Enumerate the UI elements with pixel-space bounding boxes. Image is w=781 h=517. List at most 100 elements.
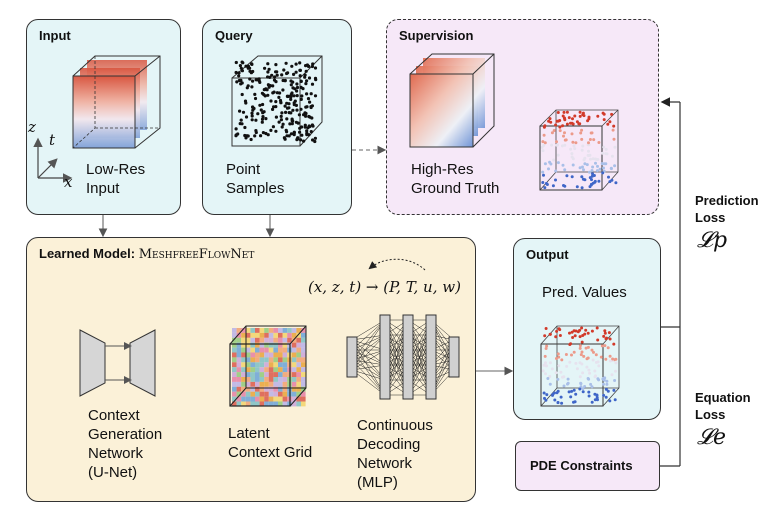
- query-point: [275, 91, 279, 95]
- sample-point: [597, 141, 601, 144]
- flow-arrows: [98, 145, 514, 376]
- sample-point: [590, 400, 594, 404]
- query-cube: [231, 55, 323, 147]
- latent-cell: [296, 386, 301, 392]
- latent-cell: [301, 396, 306, 402]
- latent-cell: [255, 377, 260, 382]
- sample-point: [608, 337, 612, 341]
- mlp-label-line2: Decoding: [357, 436, 421, 453]
- sample-point: [579, 385, 583, 389]
- sample-point: [563, 143, 567, 147]
- query-point: [269, 99, 273, 103]
- formula-loop-arrow: [368, 258, 426, 271]
- sample-point: [554, 169, 558, 173]
- sample-point: [591, 165, 595, 169]
- sample-point: [546, 377, 550, 380]
- latent-cell: [250, 372, 255, 377]
- latent-cell: [245, 396, 251, 402]
- ground-truth-points-cube: [539, 109, 619, 191]
- latent-cell: [232, 367, 237, 373]
- latent-cell: [255, 401, 260, 407]
- sample-point: [608, 399, 612, 403]
- query-point: [240, 69, 244, 73]
- query-point: [305, 133, 309, 137]
- query-point: [305, 92, 309, 96]
- query-caption-line1: Point: [226, 161, 261, 178]
- query-point: [281, 122, 285, 126]
- sample-point: [587, 368, 591, 372]
- sample-point: [554, 123, 558, 127]
- latent-label-line2: Context Grid: [228, 444, 313, 461]
- model-title: Learned Model: MeshfreeFlowNet: [39, 246, 254, 262]
- sample-point: [586, 345, 590, 349]
- sample-point: [565, 174, 569, 178]
- latent-cell: [259, 377, 265, 382]
- query-point: [303, 125, 307, 129]
- latent-cell: [255, 357, 260, 363]
- query-point: [289, 132, 293, 136]
- sample-point: [593, 369, 597, 373]
- mlp-label-line4: (MLP): [357, 474, 398, 491]
- sample-point: [575, 185, 579, 189]
- query-point: [262, 93, 266, 97]
- latent-cell: [232, 347, 237, 353]
- sample-point: [548, 361, 552, 365]
- sample-point: [614, 361, 618, 365]
- latent-cell: [282, 357, 288, 363]
- sample-point: [573, 147, 577, 151]
- equation-loss-line1: Equation: [695, 390, 751, 405]
- latent-cell: [232, 352, 237, 358]
- sample-point: [584, 328, 588, 332]
- query-point: [261, 131, 265, 135]
- query-point: [298, 74, 302, 78]
- sample-point: [584, 346, 588, 350]
- sample-point: [541, 369, 545, 373]
- sample-point: [608, 359, 612, 363]
- sample-point: [612, 137, 616, 141]
- latent-cell: [273, 401, 278, 407]
- sample-point: [572, 388, 576, 392]
- latent-cell: [245, 401, 251, 407]
- sample-point: [565, 110, 569, 114]
- query-point: [306, 126, 310, 130]
- latent-cell: [282, 372, 288, 377]
- sample-point: [581, 334, 585, 337]
- sample-point: [602, 378, 606, 382]
- sample-point: [596, 338, 600, 342]
- sample-point: [597, 179, 601, 183]
- latent-cell: [245, 372, 251, 377]
- query-point: [304, 111, 308, 116]
- latent-cell: [245, 347, 251, 353]
- latent-cell: [296, 381, 301, 387]
- query-point: [266, 62, 270, 66]
- sample-point: [571, 140, 575, 144]
- model-title-prefix: Learned Model:: [39, 246, 136, 261]
- latent-cell: [241, 362, 246, 368]
- latent-cell: [268, 357, 274, 363]
- query-point: [260, 117, 265, 121]
- query-point: [248, 77, 252, 81]
- equation-loss-line2: Loss: [695, 407, 726, 422]
- latent-cell: [291, 347, 297, 353]
- query-point: [304, 82, 308, 86]
- sample-point: [569, 395, 573, 399]
- query-point: [295, 138, 299, 142]
- query-point: [283, 78, 287, 83]
- latent-cell: [259, 352, 265, 358]
- sample-point: [574, 392, 578, 396]
- sample-point: [541, 149, 545, 153]
- query-point: [251, 105, 255, 109]
- output-title: Output: [526, 247, 569, 262]
- query-point: [269, 128, 273, 132]
- sample-point: [587, 390, 591, 394]
- sample-point: [544, 182, 548, 185]
- latent-cell: [301, 372, 306, 377]
- query-point: [274, 80, 278, 84]
- sample-point: [543, 186, 547, 190]
- sample-point: [601, 171, 605, 175]
- latent-cell: [259, 362, 265, 368]
- sample-point: [612, 388, 616, 392]
- query-point: [290, 122, 294, 126]
- latent-cell: [291, 367, 297, 373]
- sample-point: [607, 331, 611, 335]
